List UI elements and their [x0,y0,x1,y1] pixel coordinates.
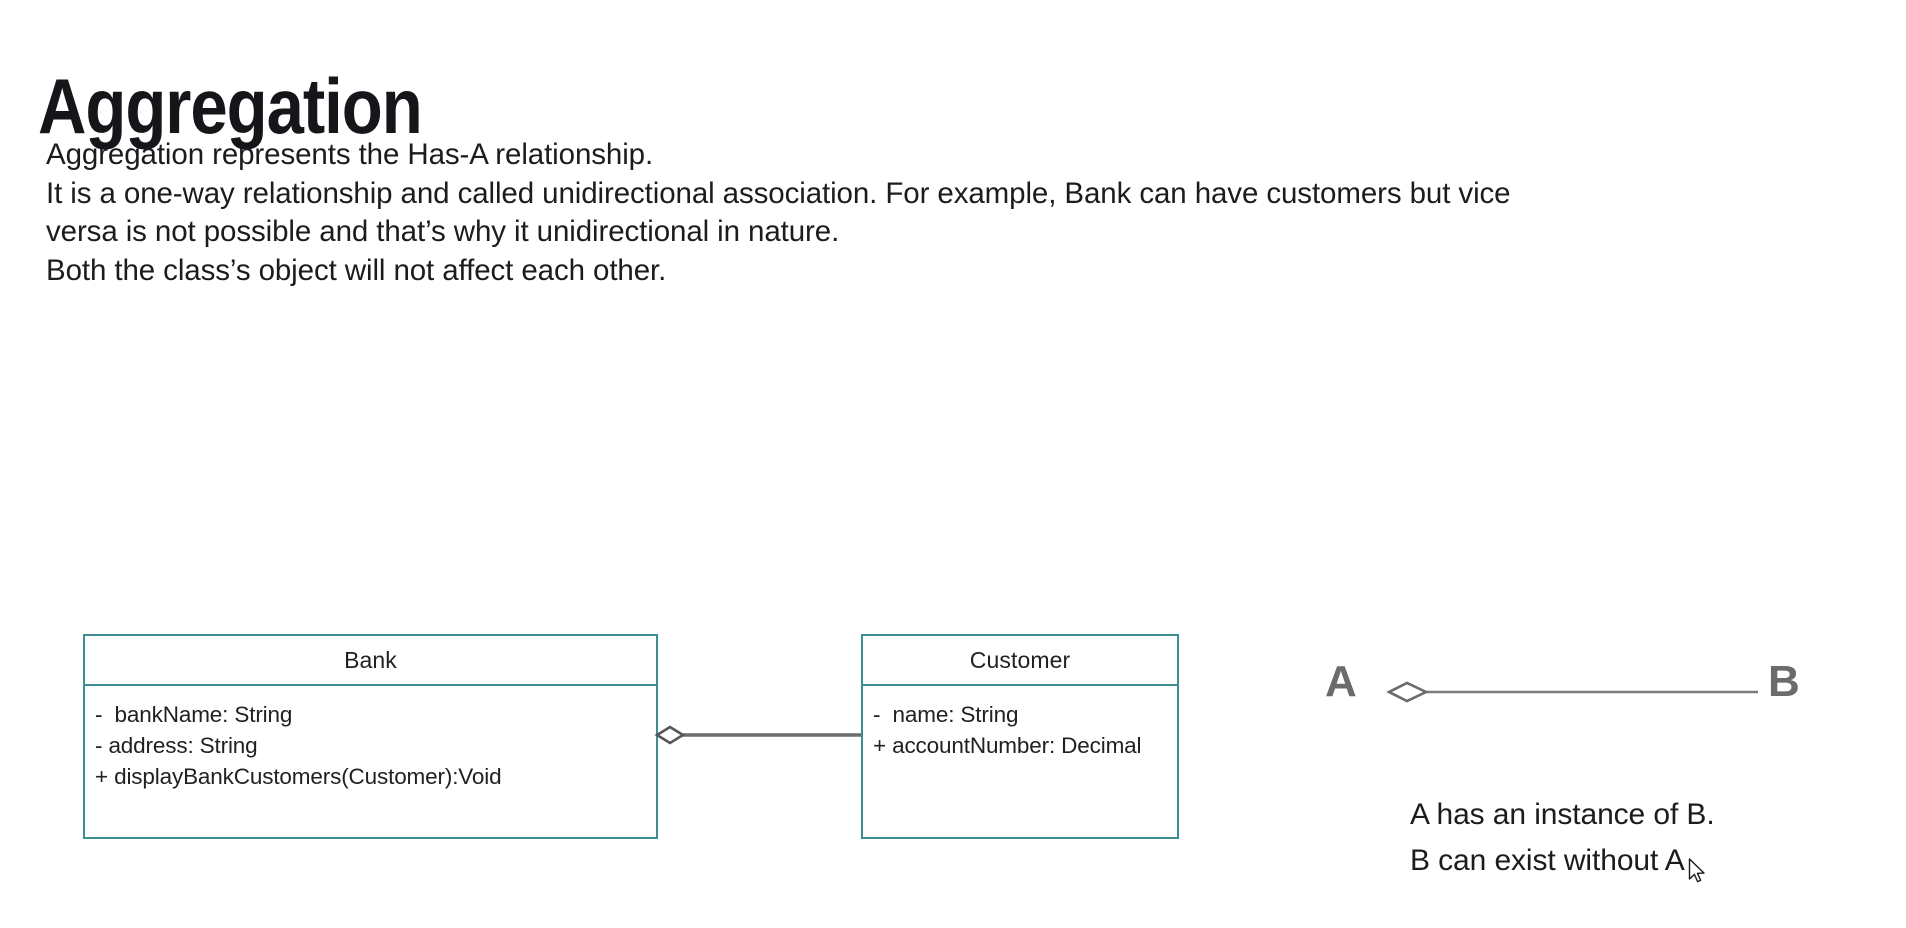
aggregation-connector[interactable] [630,700,890,780]
body-line-3: Both the class’s object will not affect … [46,253,667,287]
body-line-1: Aggregation represents the Has-A relatio… [46,138,654,171]
legend-label-a: A [1325,657,1357,706]
uml-class-customer-members: - name: String + accountNumber: Decimal [863,686,1177,761]
aggregation-diamond-icon [654,725,686,745]
uml-member: + displayBankCustomers(Customer):Void [95,764,502,789]
uml-class-customer[interactable]: Customer - name: String + accountNumber:… [861,634,1179,839]
uml-member: + accountNumber: Decimal [873,733,1142,758]
uml-member: - address: String [95,733,258,758]
uml-class-bank[interactable]: Bank - bankName: String - address: Strin… [83,634,658,839]
uml-class-customer-name: Customer [863,636,1177,686]
uml-member: - name: String [873,702,1019,727]
page-title: Aggregation [38,62,423,151]
uml-class-bank-name: Bank [85,636,656,686]
uml-class-bank-members: - bankName: String - address: String + d… [85,686,656,792]
legend-caption-line-1: A has an instance of B. [1410,798,1715,831]
legend-label-b: B [1768,657,1800,706]
body-paragraph: Aggregation represents the Has-A relatio… [46,136,1546,290]
body-line-2: It is a one-way relationship and called … [46,176,1511,249]
legend-caption: A has an instance of B. B can exist with… [1410,792,1715,884]
legend-connector [1386,681,1758,703]
legend-caption-line-2: B can exist without A [1410,844,1685,877]
aggregation-legend: A B [1325,660,1825,730]
legend-aggregation-diamond-icon [1386,681,1430,703]
uml-member: - bankName: String [95,702,293,727]
